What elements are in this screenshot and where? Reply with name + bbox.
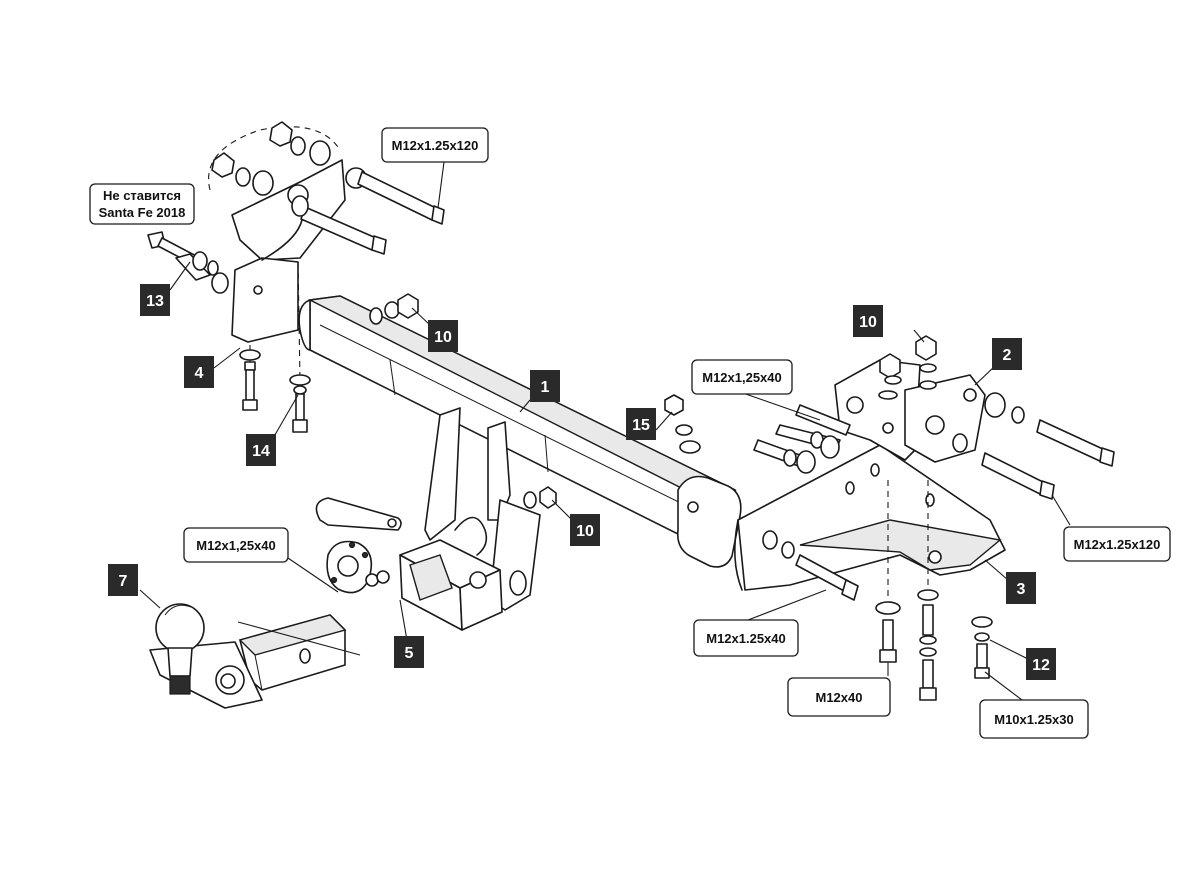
badge-part-7: 7 bbox=[108, 564, 138, 596]
right-short-bolts bbox=[753, 404, 859, 601]
badge-text: 3 bbox=[1017, 581, 1026, 598]
badge-part-13: 13 bbox=[140, 284, 170, 316]
badge-text: 10 bbox=[434, 329, 452, 346]
note-line-2: Santa Fe 2018 bbox=[99, 205, 186, 220]
right-plate bbox=[734, 444, 1006, 591]
badge-text: 10 bbox=[576, 523, 594, 540]
left-crossbar-nuts bbox=[369, 293, 419, 325]
badge-part-10-left: 10 bbox=[428, 320, 458, 352]
badge-text: 10 bbox=[859, 314, 877, 331]
badge-text: 13 bbox=[146, 293, 164, 310]
callout-bolt-right: M12x1.25x120 bbox=[1063, 526, 1171, 562]
left-bottom-fasteners bbox=[239, 349, 311, 433]
callout-bolt-ball-mount: M12x1,25x40 bbox=[183, 527, 289, 563]
badge-part-3: 3 bbox=[1006, 572, 1036, 604]
callout-bolt-lower-right: M12x1.25x40 bbox=[693, 619, 799, 657]
left-long-bolts bbox=[300, 171, 445, 255]
badge-text: 7 bbox=[119, 573, 128, 590]
badge-part-5: 5 bbox=[394, 636, 424, 668]
right-bracket bbox=[834, 359, 986, 463]
leader-lines bbox=[139, 161, 1071, 707]
callout-bolt-upper-right: M12x1,25x40 bbox=[691, 359, 793, 395]
callout-text: M12x1.25x120 bbox=[392, 138, 479, 153]
center-nuts bbox=[523, 486, 557, 509]
callout-bolt-top-left: M12x1.25x120 bbox=[381, 127, 489, 163]
note-line-1: Не ставится bbox=[103, 188, 181, 203]
badge-part-10-center: 10 bbox=[570, 514, 600, 546]
receiver-hitch bbox=[399, 539, 503, 631]
badge-part-2: 2 bbox=[992, 338, 1022, 370]
callout-bolt-small: M10x1.25x30 bbox=[979, 699, 1089, 739]
right-upper-fasteners bbox=[664, 335, 937, 454]
left-washer-stack bbox=[208, 121, 341, 217]
badge-text: 5 bbox=[405, 645, 414, 662]
badge-part-10-upper-right: 10 bbox=[853, 305, 883, 337]
badge-text: 4 bbox=[195, 365, 204, 382]
badge-text: 12 bbox=[1032, 657, 1050, 674]
badge-text: 1 bbox=[541, 379, 550, 396]
callout-text: M10x1.25x30 bbox=[994, 712, 1074, 727]
badge-part-1: 1 bbox=[530, 370, 560, 402]
callout-text: M12x40 bbox=[816, 690, 863, 705]
callout-text: M12x1,25x40 bbox=[196, 538, 276, 553]
callout-text: M12x1.25x120 bbox=[1074, 537, 1161, 552]
callout-text: M12x1,25x40 bbox=[702, 370, 782, 385]
badge-part-15: 15 bbox=[626, 408, 656, 440]
badge-part-14: 14 bbox=[246, 434, 276, 466]
callout-bolt-bottom: M12x40 bbox=[787, 677, 891, 717]
tow-ball bbox=[155, 603, 205, 653]
badge-part-4: 4 bbox=[184, 356, 214, 388]
badge-text: 2 bbox=[1003, 347, 1012, 364]
right-bottom-fasteners bbox=[875, 480, 993, 701]
badge-part-12: 12 bbox=[1026, 648, 1056, 680]
left-spacer-bolt bbox=[147, 231, 229, 294]
badge-text: 15 bbox=[632, 417, 650, 434]
socket-plate bbox=[326, 540, 390, 594]
crossbar-frame bbox=[298, 295, 742, 568]
ball-mount bbox=[149, 603, 361, 709]
badge-text: 14 bbox=[252, 443, 270, 460]
left-bracket bbox=[231, 159, 367, 381]
right-long-bolts bbox=[952, 392, 1115, 500]
hitch-pin bbox=[315, 497, 488, 556]
callout-text: M12x1.25x40 bbox=[706, 631, 786, 646]
callout-not-installed-note: Не ставится Santa Fe 2018 bbox=[89, 183, 195, 225]
